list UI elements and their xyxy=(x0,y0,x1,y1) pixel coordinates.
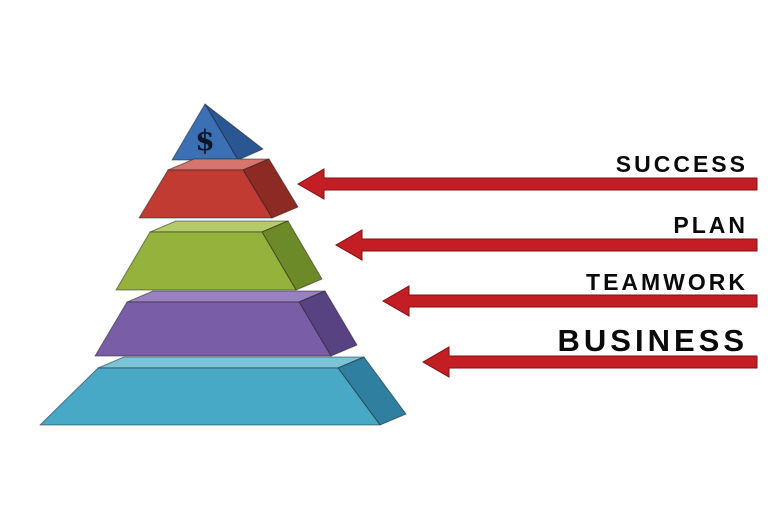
teamwork-label: TEAMWORK xyxy=(586,269,748,295)
teamwork-arrow-icon xyxy=(381,285,758,317)
tier-teamwork-front-face xyxy=(94,301,332,357)
tier-success-front-face xyxy=(138,169,273,219)
success-label: SUCCESS xyxy=(616,151,748,177)
tier-plan-front-face xyxy=(115,231,297,291)
plan-arrow-icon xyxy=(334,229,758,261)
tier-business-front-face xyxy=(39,367,381,426)
business-arrow-icon xyxy=(421,346,758,378)
plan-label: PLAN xyxy=(673,212,748,238)
success-arrow-icon xyxy=(296,168,758,200)
tier-business-top-face xyxy=(97,356,365,369)
dollar-symbol: $ xyxy=(195,124,214,157)
business-label: BUSINESS xyxy=(558,323,748,358)
tier-teamwork-top-face xyxy=(126,290,326,303)
